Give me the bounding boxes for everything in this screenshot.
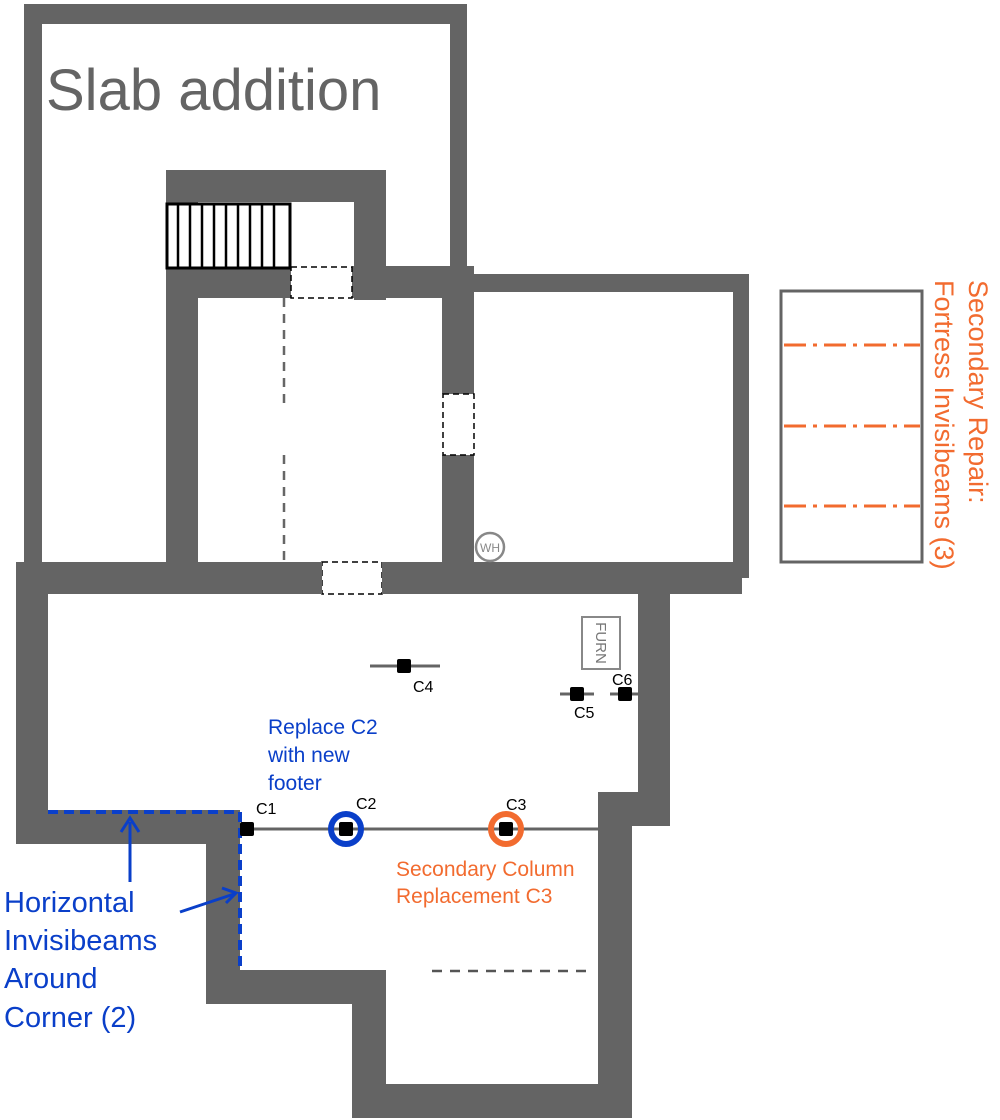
- bottom-wall: [352, 1084, 632, 1118]
- invisibeams-arrows: [119, 815, 239, 914]
- invisibeams-line-1: Horizontal: [4, 887, 135, 919]
- basement-top-wall-left: [16, 562, 322, 594]
- stair-room-mid-wall-left: [166, 266, 291, 298]
- right-room-top-wall: [467, 274, 749, 292]
- column-c5-label: C5: [574, 705, 595, 722]
- right-lower-wall: [598, 792, 632, 1118]
- door-center-wall: [442, 393, 475, 456]
- column-c3: [499, 822, 513, 836]
- furnace: FURN: [581, 616, 621, 670]
- secondary-repair-line-1: Secondary Repair:: [963, 280, 993, 504]
- right-room-walls: [467, 274, 749, 578]
- secondary-column-annotation: Secondary Column Replacement C3: [396, 858, 575, 908]
- arrow-up-head: [119, 815, 141, 833]
- column-c2-label: C2: [356, 796, 377, 813]
- door-lower-wall: [321, 561, 383, 595]
- column-c3-highlight-ring: [488, 811, 524, 847]
- column-c5: [570, 687, 584, 701]
- slab-top-wall: [24, 4, 467, 24]
- basement-right-wall-upper: [638, 562, 670, 826]
- replace-c2-line-1: Replace C2: [268, 716, 378, 739]
- basement-lower-left-wall: [16, 810, 238, 844]
- door-openings: [290, 266, 475, 595]
- columns: C4 C5 C6 C1 C2 C3: [240, 659, 640, 847]
- right-room-right-wall: [733, 274, 749, 578]
- water-heater-circle: [474, 531, 506, 563]
- column-c1-label: C1: [256, 801, 277, 818]
- furnace-box: [581, 616, 621, 670]
- secondary-column-line-2: Replacement C3: [396, 885, 552, 908]
- slab-addition-walls: [24, 4, 467, 574]
- column-c4: [397, 659, 411, 673]
- basement-walls: [16, 562, 742, 1118]
- column-c6: [618, 687, 632, 701]
- furnace-label: FURN: [592, 622, 609, 664]
- column-c2: [339, 822, 353, 836]
- slab-addition-label: Slab addition: [46, 58, 381, 123]
- replace-c2-line-3: footer: [268, 772, 322, 795]
- column-c6-label: C6: [612, 672, 633, 689]
- stair-room-top-wall: [166, 170, 386, 202]
- invisibeams-line-3: Around: [4, 963, 98, 995]
- invisibeams-line-2: Invisibeams: [4, 925, 157, 957]
- replace-c2-line-2: with new: [267, 744, 351, 767]
- door-stair-room: [290, 266, 353, 299]
- slab-right-wall: [450, 4, 467, 274]
- secondary-repair-panel: Secondary Repair: Fortress Invisibeams (…: [779, 280, 993, 570]
- stairs: [165, 202, 292, 270]
- arrow-right-head: [221, 886, 239, 905]
- column-c2-highlight-ring: [328, 811, 364, 847]
- horizontal-invisibeams-annotation: Horizontal Invisibeams Around Corner (2): [4, 815, 239, 1034]
- stairs-outline: [165, 202, 292, 270]
- column-c4-label: C4: [413, 679, 434, 696]
- water-heater-label: WH: [480, 541, 500, 555]
- water-heater: WH: [474, 531, 506, 563]
- basement-top-wall-right: [382, 562, 742, 594]
- column-c1: [240, 822, 254, 836]
- invisibeams-line-4: Corner (2): [4, 1002, 136, 1034]
- column-c3-label: C3: [506, 797, 527, 814]
- arrow-right: [179, 892, 235, 914]
- horizontal-invisibeams: [48, 810, 242, 970]
- replace-c2-annotation: Replace C2 with new footer: [267, 716, 378, 795]
- secondary-repair-line-2: Fortress Invisibeams (3): [929, 280, 959, 570]
- center-wall-lower: [442, 455, 474, 570]
- secondary-column-line-1: Secondary Column: [396, 858, 575, 881]
- basement-left-wall: [16, 562, 48, 844]
- slab-left-wall: [24, 4, 42, 574]
